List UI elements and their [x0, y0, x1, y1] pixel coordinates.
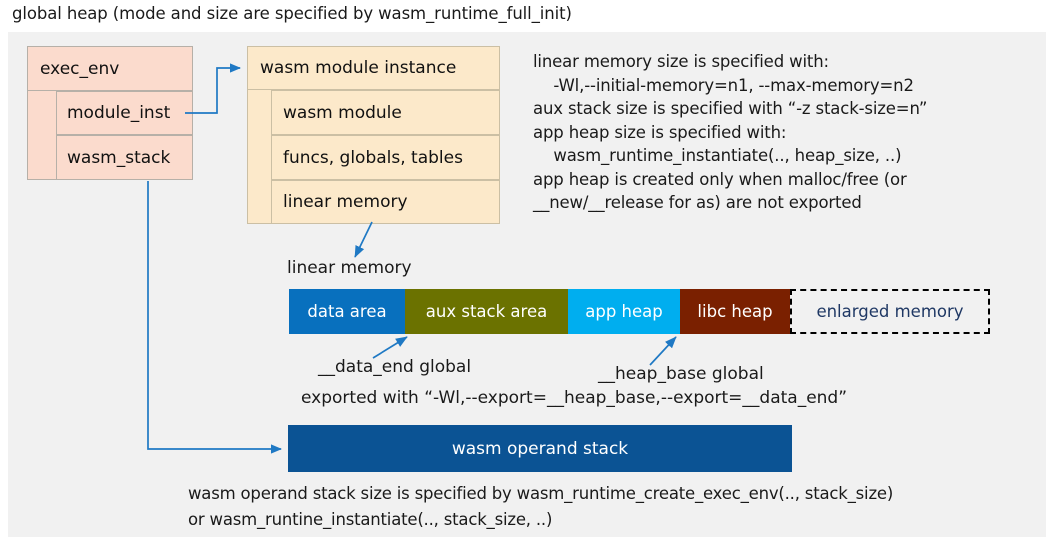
exec-env-field-module-inst: module_inst — [56, 91, 193, 135]
wasm-operand-stack-bar: wasm operand stack — [288, 425, 792, 472]
module-instance-field-wasm-module: wasm module — [271, 90, 500, 135]
annotation-heap-base: __heap_base global — [598, 364, 764, 384]
linear-memory-caption: linear memory — [287, 258, 412, 278]
memory-segment-data-area: data area — [289, 289, 405, 334]
exec-env-header: exec_env — [27, 46, 193, 91]
memory-segment-aux-stack-area: aux stack area — [405, 289, 568, 334]
module-instance-field-funcs-globals-tables: funcs, globals, tables — [271, 135, 500, 180]
annotation-data-end: __data_end global — [318, 357, 472, 377]
memory-segment-libc-heap: libc heap — [680, 289, 790, 334]
page-title: global heap (mode and size are specified… — [12, 4, 572, 23]
annotation-exported-with: exported with “-Wl,--export=__heap_base,… — [301, 388, 848, 408]
wasm-operand-stack-label: wasm operand stack — [451, 438, 629, 459]
memory-segment-enlarged-memory: enlarged memory — [790, 289, 990, 334]
module-instance-header: wasm module instance — [247, 46, 500, 90]
operand-stack-notes: wasm operand stack size is specified by … — [188, 484, 894, 529]
exec-env-field-wasm-stack: wasm_stack — [56, 135, 193, 180]
memory-configuration-notes: linear memory size is specified with: -W… — [533, 52, 928, 212]
memory-segment-app-heap: app heap — [568, 289, 680, 334]
module-instance-field-linear-memory: linear memory — [271, 180, 500, 224]
